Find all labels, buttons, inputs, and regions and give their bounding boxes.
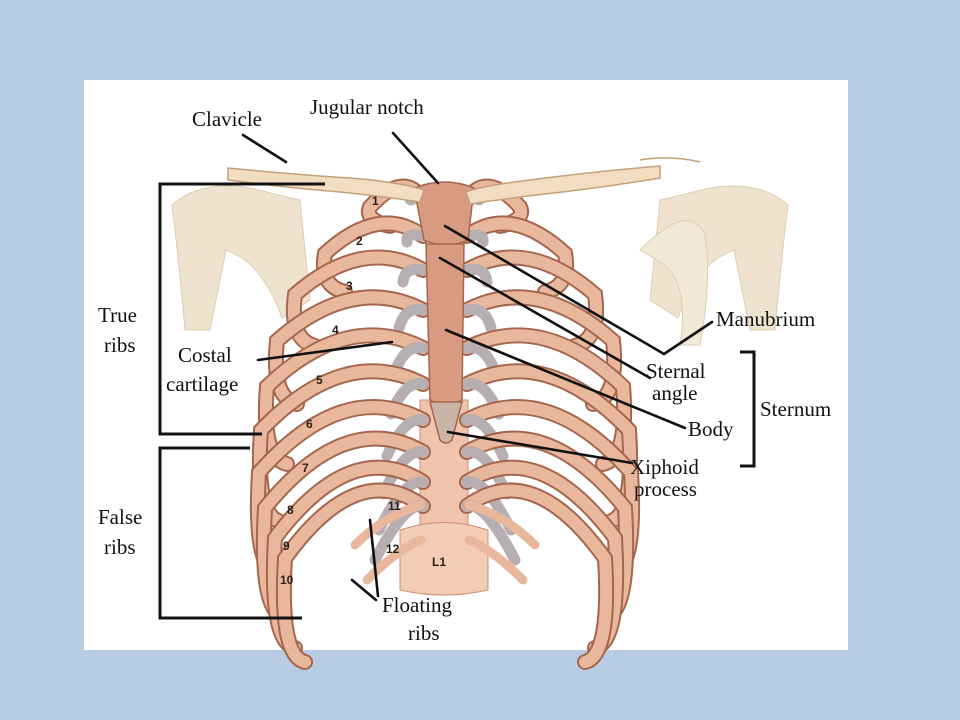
label-floating-ribs-line2: ribs — [408, 621, 440, 645]
label-jugular-notch: Jugular notch — [310, 95, 424, 119]
label-true-ribs-line1: True — [98, 303, 137, 327]
sternal-angle-leader — [438, 256, 652, 380]
rib-3-left — [287, 251, 429, 352]
anatomy-labels: Clavicle Jugular notch True ribs Costal … — [98, 95, 831, 645]
rib-number-6: 6 — [306, 417, 313, 431]
manubrium-leader-b — [662, 320, 714, 356]
label-body: Body — [688, 417, 734, 441]
rib-number-7: 7 — [302, 461, 309, 475]
label-true-ribs-line2: ribs — [104, 333, 136, 357]
costal-cartilage-leader — [256, 340, 394, 362]
rib-2-left — [318, 217, 429, 298]
manubrium-leader-a — [443, 224, 666, 356]
rib-number-2: 2 — [356, 234, 363, 248]
rib-number-10: 10 — [280, 573, 294, 587]
body-leader — [444, 328, 687, 430]
label-xiphoid-line2: process — [634, 477, 697, 501]
leader-lines — [241, 131, 714, 602]
rib-number-8: 8 — [287, 503, 294, 517]
rib-2-right — [461, 217, 572, 298]
rib-number-9: 9 — [283, 539, 290, 553]
label-false-ribs-line2: ribs — [104, 535, 136, 559]
false-ribs-bracket — [158, 446, 302, 620]
rib-4-right — [461, 291, 621, 410]
rib-number-4: 4 — [332, 323, 339, 337]
shoulders — [171, 185, 789, 346]
rib-number-1: 1 — [372, 194, 379, 208]
costal-cartilage-3-left — [397, 263, 429, 288]
floating-ribs-leader-a — [368, 518, 380, 598]
rib-10-right — [461, 484, 613, 668]
label-costal-cartilage-line2: cartilage — [166, 372, 238, 396]
costal-cartilage-2-right — [461, 229, 489, 248]
floating-ribs-leader-b — [350, 578, 378, 602]
vertebra-label: L1 — [432, 555, 446, 569]
floating-rib-12-left — [362, 535, 426, 585]
sternum-bone — [413, 181, 475, 444]
clavicles — [227, 157, 701, 205]
clavicle-leader — [241, 133, 288, 164]
costal-cartilage-4-right — [461, 303, 497, 334]
label-sternum: Sternum — [760, 397, 831, 421]
ribs-group — [249, 178, 641, 670]
rib-number-11: 11 — [388, 499, 401, 513]
floating-rib-11-left — [350, 500, 426, 550]
costal-cartilage-7-right — [461, 414, 509, 462]
label-xiphoid-line1: Xiphoid — [630, 455, 699, 479]
costal-cartilage-2-left — [401, 229, 429, 248]
label-sternal-angle-line1: Sternal — [646, 359, 706, 383]
rib-number-5: 5 — [316, 373, 323, 387]
rib-number-12: 12 — [386, 542, 400, 556]
costal-cartilage-3-right — [461, 263, 493, 288]
floating-rib-11-right — [464, 500, 540, 550]
label-floating-ribs-line1: Floating — [382, 593, 453, 617]
label-manubrium: Manubrium — [716, 307, 815, 331]
rib-10-left — [277, 484, 429, 668]
costal-cartilage-7-left — [381, 414, 429, 462]
label-false-ribs-line1: False — [98, 505, 142, 529]
costal-cartilage-4-left — [393, 303, 429, 334]
rib-4-left — [269, 291, 429, 410]
label-clavicle: Clavicle — [192, 107, 262, 131]
rib-number-labels: 1 2 3 4 5 6 7 8 9 10 11 12 L1 — [280, 194, 446, 587]
floating-rib-12-right — [464, 535, 528, 585]
true-ribs-bracket — [158, 182, 325, 436]
rib-number-3: 3 — [346, 279, 353, 293]
jugular-notch-leader — [391, 131, 440, 185]
brackets — [158, 182, 756, 620]
label-costal-cartilage-line1: Costal — [178, 343, 232, 367]
sternum-bracket — [740, 350, 756, 468]
xiphoid-leader — [446, 430, 634, 465]
label-sternal-angle-line2: angle — [652, 381, 697, 405]
